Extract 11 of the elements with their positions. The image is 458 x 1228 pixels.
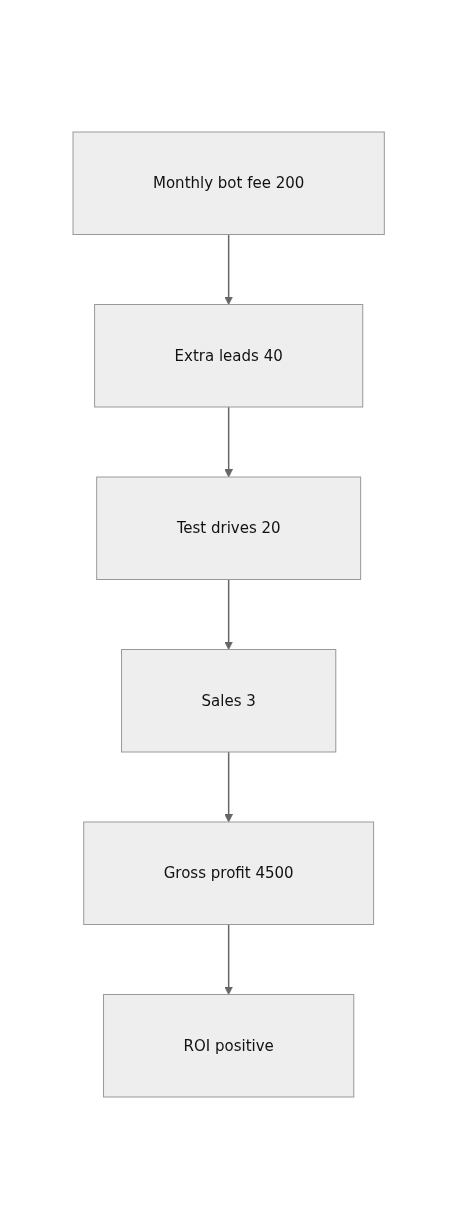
arrow [224, 405, 234, 477]
node-box: Gross profit 4500 [83, 821, 375, 925]
arrow [224, 233, 234, 305]
node-box: Extra leads 40 [94, 303, 364, 407]
arrow [224, 923, 234, 995]
arrow [224, 578, 234, 650]
node-box: ROI positive [103, 993, 355, 1097]
node-box: Sales 3 [121, 648, 337, 752]
arrow [224, 750, 234, 822]
node-box: Monthly bot fee 200 [72, 131, 386, 235]
node-box: Test drives 20 [96, 476, 362, 580]
